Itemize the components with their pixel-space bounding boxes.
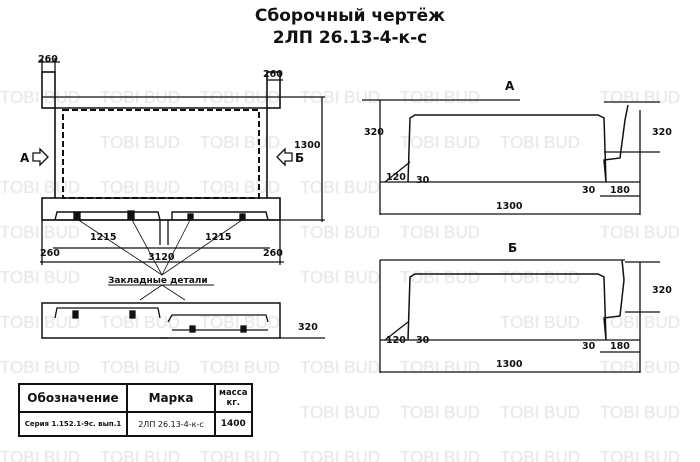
view-a-profile	[362, 99, 660, 215]
view-b-d30-right: 30	[582, 341, 596, 352]
side-section	[41, 302, 325, 339]
header-mass: масса кг.	[214, 383, 253, 413]
view-a-h-right: 320	[652, 127, 672, 138]
cell-mark: 2ЛП 26.13-4-к-с	[126, 411, 216, 437]
view-b-length: 1300	[496, 359, 523, 370]
dim-span-right: 1215	[205, 232, 231, 243]
view-a-length: 1300	[496, 201, 523, 212]
dim-top-left: 260	[38, 54, 58, 65]
view-a-d180: 180	[610, 185, 630, 196]
view-a-d30-right: 30	[582, 185, 596, 196]
drawing-code: 2ЛП 26.13-4-к-с	[272, 28, 428, 48]
view-a-marker: А	[20, 151, 30, 165]
table-header-row: Обозначение Марка масса кг.	[18, 383, 253, 413]
header-mark: Марка	[126, 383, 216, 413]
dim-span-left: 1215	[90, 232, 116, 243]
view-b-title: Б	[508, 241, 517, 255]
view-b-d180: 180	[610, 341, 630, 352]
header-designation: Обозначение	[18, 383, 128, 413]
view-b-h-right: 320	[652, 285, 672, 296]
section-dim-height: 320	[298, 322, 318, 333]
view-b-d30-left: 30	[416, 335, 430, 346]
view-b-d120: 120	[386, 335, 406, 346]
drawing-title: Сборочный чертёж	[254, 6, 446, 26]
plan-view	[32, 58, 325, 301]
view-b-profile	[379, 259, 660, 373]
view-a-d30-left: 30	[416, 175, 430, 186]
table-row: Серия 1.152.1-9с. вып.1 2ЛП 26.13-4-к-с …	[18, 411, 253, 437]
view-a-title: А	[505, 79, 515, 93]
view-a-h-left: 320	[364, 127, 384, 138]
spec-table: Обозначение Марка масса кг. Серия 1.152.…	[18, 383, 253, 437]
cell-mass: 1400	[214, 411, 253, 437]
view-b-marker: Б	[295, 151, 304, 165]
dim-total: 3120	[148, 252, 175, 263]
dim-top-right: 260	[263, 69, 283, 80]
embedded-parts-label: Закладные детали	[108, 276, 208, 286]
cell-designation: Серия 1.152.1-9с. вып.1	[18, 411, 128, 437]
dim-height: 1300	[294, 140, 321, 151]
view-a-d120: 120	[386, 172, 406, 183]
dim-end-right: 260	[263, 248, 283, 259]
dim-end-left: 260	[40, 248, 60, 259]
